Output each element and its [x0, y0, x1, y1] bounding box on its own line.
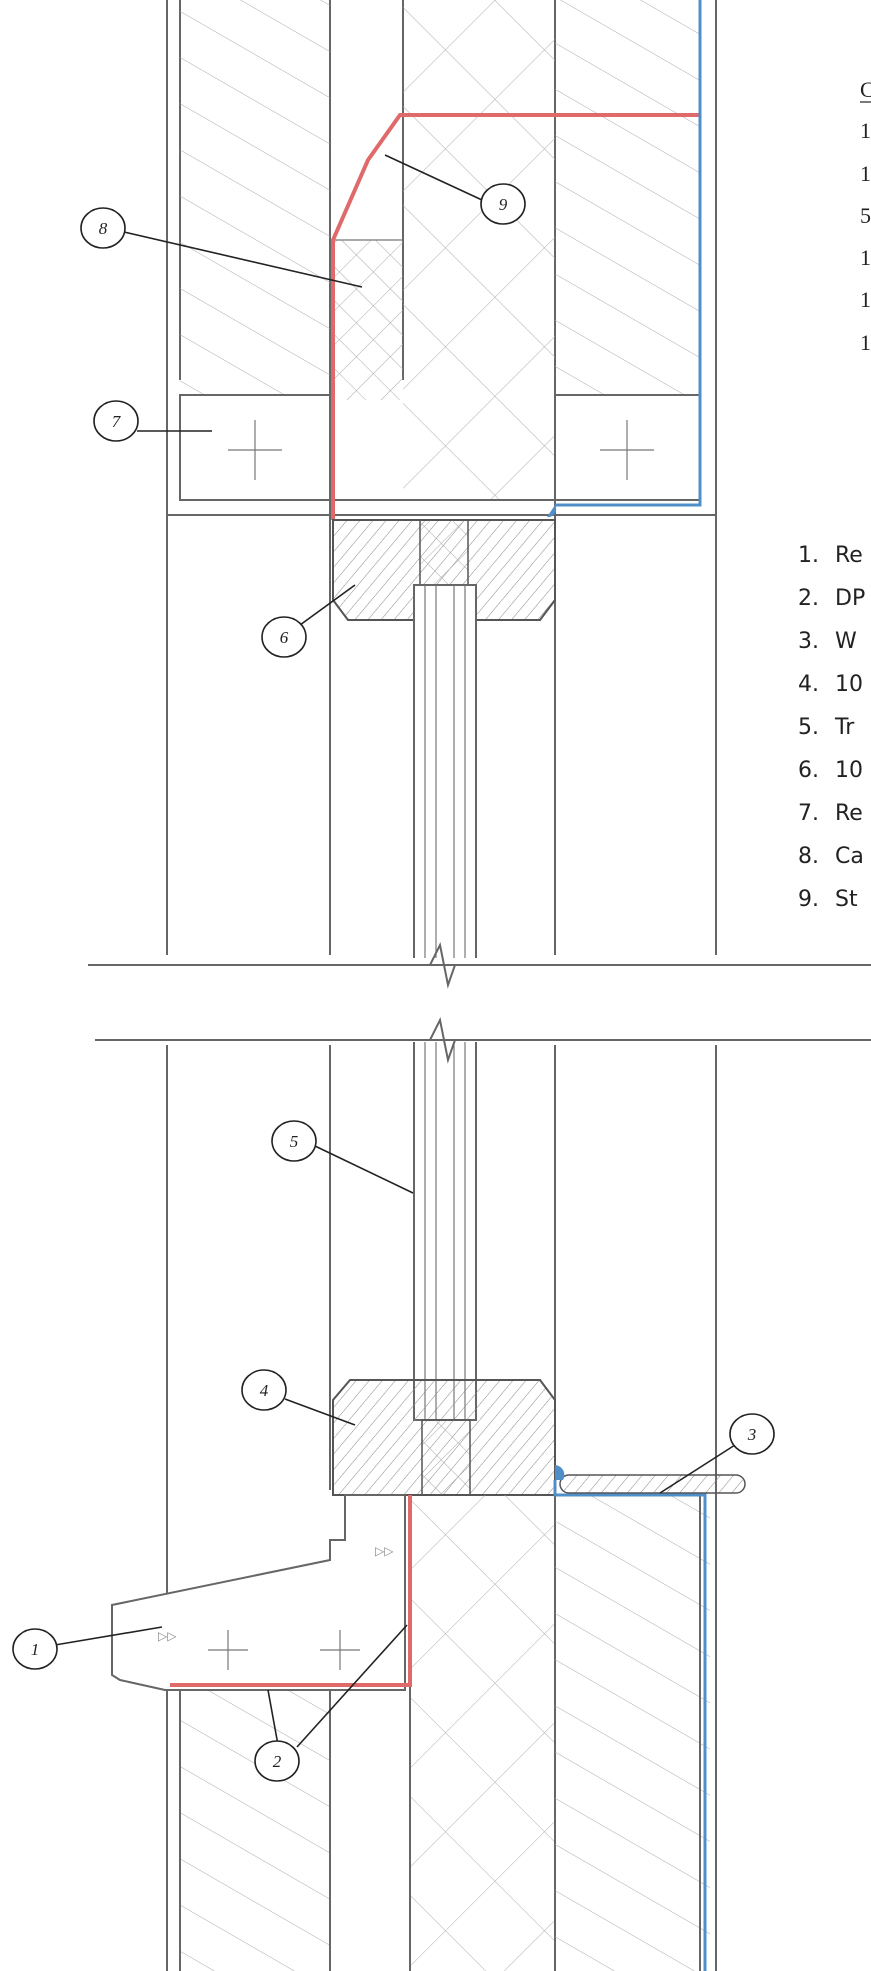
legend-num: 9. — [798, 887, 819, 912]
legend-num: 7. — [798, 801, 819, 826]
legend-num: 8. — [798, 844, 819, 869]
callout-5: 5 — [271, 1120, 414, 1194]
svg-text:2: 2 — [273, 1752, 282, 1771]
cavity-insulation — [403, 0, 555, 500]
svg-text:4: 4 — [260, 1381, 269, 1400]
callout-6: 6 — [261, 584, 356, 658]
legend-text: Re — [835, 801, 863, 826]
inner-leaf-masonry — [555, 0, 700, 395]
cavity-closer — [335, 240, 403, 400]
legend-text: Ca — [835, 844, 864, 869]
svg-text:9: 9 — [499, 195, 508, 214]
svg-text:C: C — [860, 77, 871, 102]
legend-text: W — [835, 629, 857, 654]
svg-text:5: 5 — [860, 203, 871, 228]
window-board — [559, 1474, 746, 1494]
svg-text:7: 7 — [112, 412, 122, 431]
lower-inner-leaf — [555, 1495, 710, 1971]
sill-dpc — [170, 1495, 412, 1687]
svg-text:1: 1 — [860, 287, 871, 312]
legend-num: 4. — [798, 672, 819, 697]
lintel-inner — [554, 394, 701, 501]
lower-outer-leaf — [180, 1690, 330, 1971]
svg-text:8: 8 — [99, 219, 108, 238]
legend-num: 3. — [798, 629, 819, 654]
svg-text:5: 5 — [290, 1132, 299, 1151]
svg-text:▷▷: ▷▷ — [375, 1544, 394, 1558]
legend-num: 6. — [798, 758, 819, 783]
legend-text: DP — [835, 586, 865, 611]
legend-text: 10 — [835, 672, 863, 697]
sealant-bead-head — [547, 505, 557, 518]
upper-wall-section — [166, 0, 717, 955]
svg-text:6: 6 — [280, 628, 289, 647]
svg-text:1: 1 — [31, 1640, 40, 1659]
break-line-band — [0, 941, 871, 1064]
window-sill-frame — [332, 1379, 556, 1496]
precast-sill: ▷▷ ▷▷ — [111, 1494, 406, 1691]
legend-num: 1. — [798, 543, 819, 568]
legend-text: 10 — [835, 758, 863, 783]
vapour-membrane-bottom — [553, 1480, 707, 1971]
callout-2: 2 — [254, 1624, 408, 1782]
lintel-outer — [179, 394, 331, 501]
vapour-membrane-top — [555, 0, 702, 507]
svg-text:1: 1 — [860, 330, 871, 355]
svg-text:1: 1 — [860, 161, 871, 186]
svg-text:1: 1 — [860, 118, 871, 143]
callout-9: 9 — [384, 154, 526, 225]
legend-num: 2. — [798, 586, 819, 611]
legend-top-right: C 1 1 5 1 1 1 — [860, 77, 871, 355]
svg-text:1: 1 — [860, 245, 871, 270]
svg-text:▷▷: ▷▷ — [158, 1629, 177, 1643]
legend-num: 5. — [798, 715, 819, 740]
legend-text: Re — [835, 543, 863, 568]
lower-cavity-insulation — [410, 1495, 555, 1971]
callout-8: 8 — [80, 207, 363, 288]
svg-text:3: 3 — [747, 1425, 757, 1444]
callout-7: 7 — [93, 400, 212, 442]
outer-leaf-masonry — [180, 0, 330, 395]
callout-1: 1 — [12, 1626, 163, 1670]
legend-text: St — [835, 887, 858, 912]
legend-list: 1. Re 2. DP 3. W 4. 10 5. Tr 6. 10 7. Re… — [798, 543, 865, 912]
callout-4: 4 — [241, 1369, 356, 1426]
sealant-bead-sill — [555, 1465, 565, 1480]
callout-3: 3 — [659, 1413, 775, 1494]
cavity-tray-dpc — [331, 113, 700, 520]
legend-text: Tr — [834, 715, 855, 740]
lower-wall-section: ▷▷ ▷▷ — [111, 1045, 746, 1971]
